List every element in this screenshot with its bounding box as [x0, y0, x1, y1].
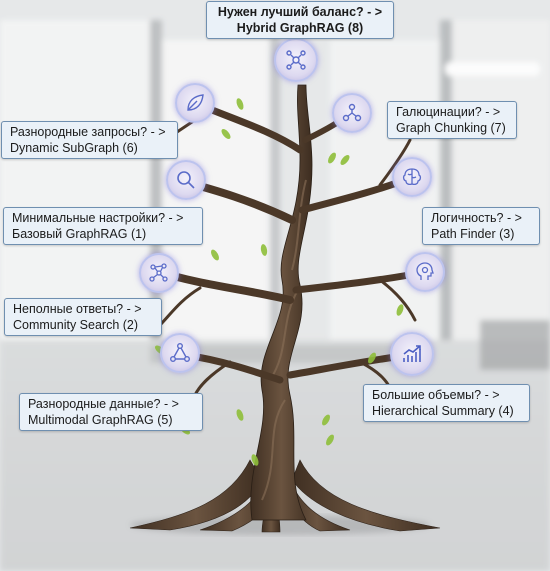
brain-icon [392, 157, 432, 197]
growth-chart-icon [390, 332, 434, 376]
callout-logic-question: Логичность? - > [431, 211, 522, 225]
callout-diverse-queries-question: Разнородные запросы? - > [10, 125, 166, 139]
callout-incomplete: Неполные ответы? - > Community Search (2… [4, 298, 162, 336]
title-line-2: Hybrid GraphRAG (8) [236, 21, 364, 35]
callout-min-settings-answer: Базовый GraphRAG (1) [12, 227, 147, 241]
callout-incomplete-question: Неполные ответы? - > [13, 302, 142, 316]
title-line-1: Нужен лучший баланс? - > [217, 5, 383, 19]
callout-diverse-queries: Разнородные запросы? - > Dynamic SubGrap… [1, 121, 178, 159]
callout-diverse-queries-answer: Dynamic SubGraph (6) [10, 141, 138, 155]
hub-icon [332, 93, 372, 133]
triangle-graph-icon [160, 333, 200, 373]
graph-nodes-icon [139, 253, 179, 293]
callout-logic: Логичность? - > Path Finder (3) [422, 207, 540, 245]
callout-hallucinations: Галюцинации? - > Graph Chunking (7) [387, 101, 517, 139]
callout-large-volumes: Большие объемы? - > Hierarchical Summary… [363, 384, 530, 422]
head-gear-icon [405, 252, 445, 292]
callout-min-settings: Минимальные настройки? - > Базовый Graph… [3, 207, 203, 245]
leaf-icon [175, 83, 215, 123]
callout-min-settings-question: Минимальные настройки? - > [12, 211, 184, 225]
callout-large-volumes-answer: Hierarchical Summary (4) [372, 404, 514, 418]
title-callout: Нужен лучший баланс? - > Hybrid GraphRAG… [206, 1, 394, 39]
callout-diverse-data-question: Разнородные данные? - > [28, 397, 179, 411]
search-icon [166, 160, 206, 200]
callout-hallucinations-answer: Graph Chunking (7) [396, 121, 506, 135]
callout-logic-answer: Path Finder (3) [431, 227, 515, 241]
callout-diverse-data: Разнородные данные? - > Multimodal Graph… [19, 393, 203, 431]
callout-hallucinations-question: Галюцинации? - > [396, 105, 501, 119]
callout-incomplete-answer: Community Search (2) [13, 318, 139, 332]
callout-large-volumes-question: Большие объемы? - > [372, 388, 500, 402]
callout-diverse-data-answer: Multimodal GraphRAG (5) [28, 413, 173, 427]
network-icon [274, 38, 318, 82]
